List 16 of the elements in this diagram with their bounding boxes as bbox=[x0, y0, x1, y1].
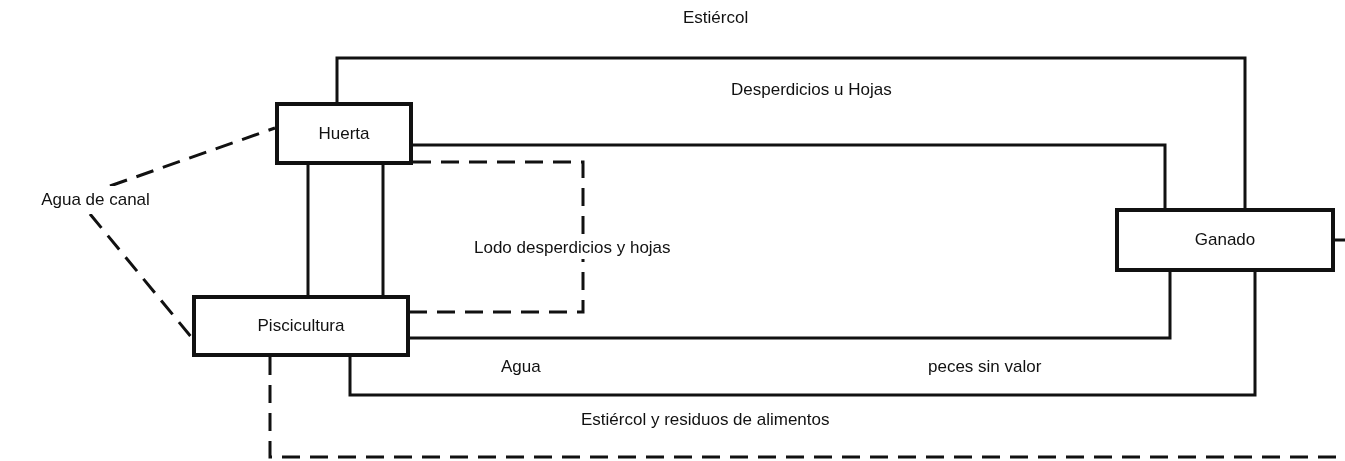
dashed-connector bbox=[88, 213, 194, 339]
connector bbox=[413, 143, 1167, 208]
box-label: Huerta bbox=[318, 123, 370, 144]
connector bbox=[1335, 238, 1345, 242]
process-box bbox=[192, 295, 410, 357]
connector bbox=[348, 272, 1257, 397]
dashed-connector bbox=[410, 160, 585, 314]
connector bbox=[335, 56, 1247, 208]
box-label: Piscicultura bbox=[257, 316, 345, 336]
dashed-connector bbox=[109, 126, 276, 188]
connector bbox=[306, 165, 310, 295]
connector bbox=[381, 165, 385, 295]
process-box bbox=[1115, 208, 1335, 272]
process-box bbox=[275, 102, 413, 165]
connector bbox=[410, 272, 1172, 340]
box-label: Ganado bbox=[1194, 230, 1256, 250]
